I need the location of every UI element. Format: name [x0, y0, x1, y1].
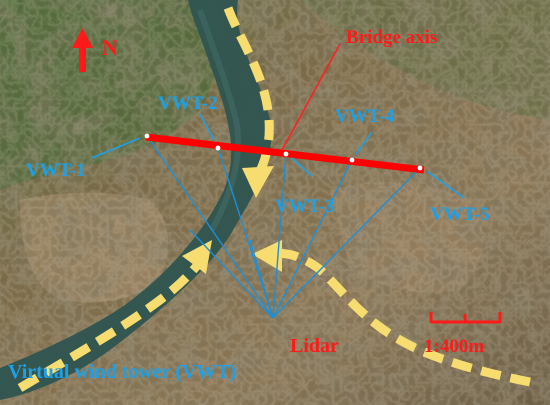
beam-vwt-4: [272, 159, 353, 319]
north-label: N: [102, 35, 118, 60]
pointer-vwt-3: [291, 157, 313, 177]
beam-vwt-3: [272, 153, 287, 319]
scale-label: 1:400m: [424, 336, 484, 357]
north-arrow-shaft: [79, 46, 86, 72]
wind-arrowhead-north: [242, 166, 274, 198]
vwt-5-label: VWT-5: [430, 204, 489, 225]
beam-vwt-1: [146, 135, 274, 319]
beam-vwt-5: [272, 167, 421, 319]
pointer-vwt-5: [427, 171, 465, 199]
bridge-axis-label: Bridge axis: [346, 27, 437, 48]
pointer-vwt-4: [355, 131, 373, 155]
pointer-vwt-2: [199, 113, 215, 141]
pointer-vwt-1: [91, 137, 141, 159]
wind-arrowhead-southeast: [252, 240, 282, 272]
vwt-1-label: VWT-1: [26, 160, 85, 181]
wind-arrowhead-southwest: [182, 240, 212, 274]
tower-marker: [417, 165, 423, 171]
beam-extra: [249, 239, 274, 319]
north-arrow: [72, 28, 93, 72]
tower-markers: [144, 133, 423, 171]
river-highlight: [197, 9, 242, 232]
scale-bar: [429, 312, 502, 324]
pointer-bridge-axis: [281, 43, 341, 151]
beam-extra: [189, 229, 274, 319]
north-arrow-icon: [72, 28, 93, 48]
vwt-2-label: VWT-2: [158, 93, 217, 114]
wind-arrows: [17, 6, 531, 392]
wind-arrow-north: [223, 6, 274, 178]
vwt-4-label: VWT-4: [335, 106, 395, 127]
lidar-beams: [146, 135, 421, 319]
beam-vwt-2: [217, 147, 274, 319]
wind-arrow-southeast: [271, 248, 531, 387]
tower-marker: [283, 151, 289, 157]
lidar-label: Lidar: [290, 335, 339, 357]
label-pointers: [91, 113, 465, 199]
tower-marker: [349, 157, 355, 163]
tower-marker: [144, 133, 150, 139]
legend-label: Virtual wind tower (VWT): [8, 361, 236, 383]
wind-arrow-southwest: [17, 259, 204, 392]
tower-marker: [215, 145, 221, 151]
vwt-3-label: VWT-3: [275, 196, 334, 217]
